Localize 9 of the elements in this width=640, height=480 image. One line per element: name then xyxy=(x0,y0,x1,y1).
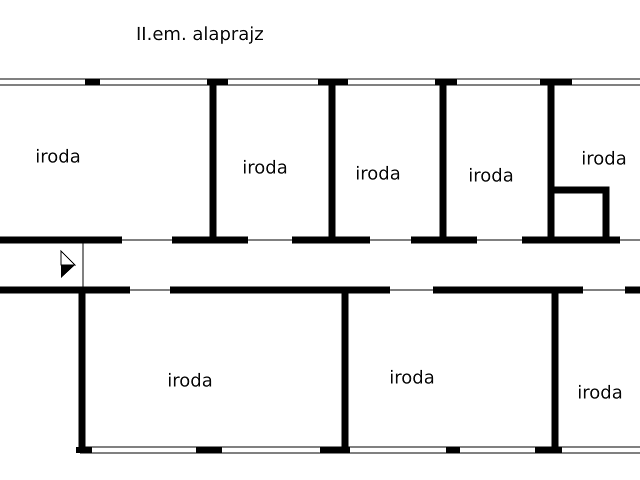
room-label: iroda xyxy=(167,370,213,392)
room-label: iroda xyxy=(468,166,514,186)
room-label: iroda xyxy=(577,382,623,404)
room-label: iroda xyxy=(581,148,627,170)
room-label: iroda xyxy=(242,158,288,178)
room-label: iroda xyxy=(35,146,81,168)
room-label: iroda xyxy=(389,368,435,388)
plan-title: II.em. alaprajz xyxy=(136,24,264,45)
room-label: iroda xyxy=(355,164,401,184)
